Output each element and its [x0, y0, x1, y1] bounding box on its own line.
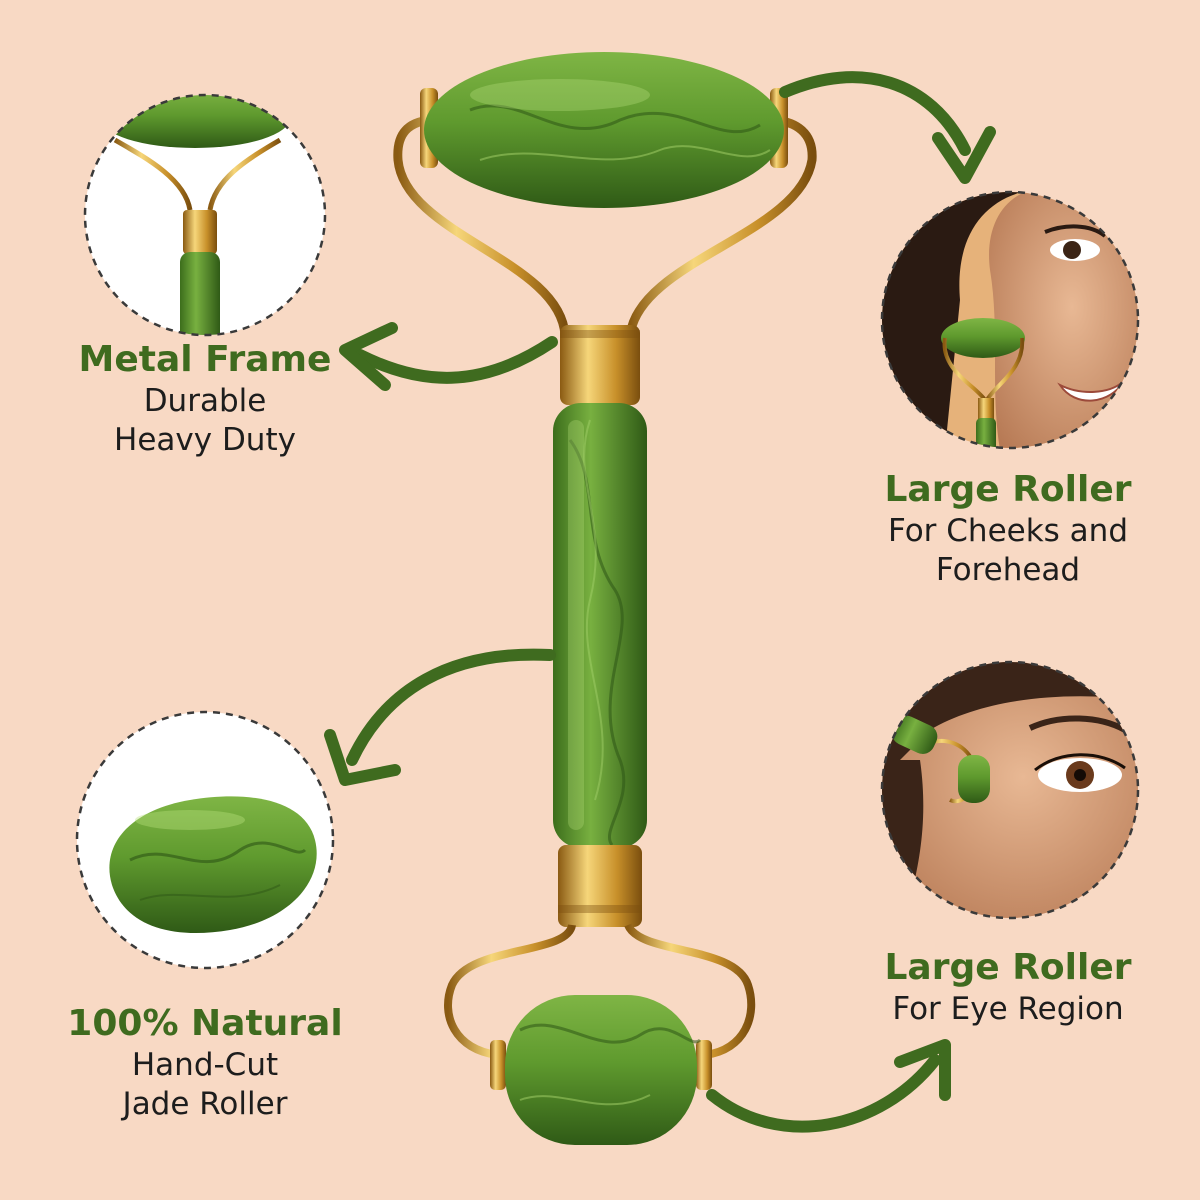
- small-roller-stone: [490, 995, 712, 1145]
- curved-arrow-icon: [706, 1039, 951, 1133]
- feature-title: 100% Natural: [67, 1003, 343, 1044]
- feature-line: Forehead: [935, 552, 1081, 588]
- large-roller-stone: [420, 52, 788, 208]
- feature-line: For Cheeks and: [887, 513, 1128, 549]
- feature-title: Large Roller: [884, 947, 1132, 988]
- feature-line: Durable: [143, 383, 267, 419]
- metal-frame-closeup: [83, 93, 327, 337]
- curved-arrow-icon: [324, 648, 556, 786]
- jade-roller: [393, 52, 817, 1145]
- feature-natural-jade: 100% Natural Hand-Cut Jade Roller: [40, 1002, 370, 1124]
- feature-line: For Eye Region: [892, 991, 1124, 1027]
- feature-large-roller-cheeks: Large Roller For Cheeks and Forehead: [858, 468, 1158, 590]
- curved-arrow-icon: [779, 71, 996, 184]
- feature-line: Hand-Cut: [131, 1047, 279, 1083]
- feature-line: Jade Roller: [122, 1086, 288, 1122]
- feature-title: Large Roller: [884, 469, 1132, 510]
- jade-stone: [75, 710, 335, 970]
- feature-large-roller-eye: Large Roller For Eye Region: [858, 946, 1158, 1029]
- roller-handle: [553, 403, 647, 848]
- feature-title: Metal Frame: [78, 339, 332, 380]
- feature-metal-frame: Metal Frame Durable Heavy Duty: [55, 338, 355, 460]
- woman-face-cheek-roller: [880, 190, 1140, 450]
- feature-line: Heavy Duty: [114, 422, 296, 458]
- woman-eye-roller: [880, 660, 1140, 920]
- curved-arrow-icon: [339, 322, 558, 391]
